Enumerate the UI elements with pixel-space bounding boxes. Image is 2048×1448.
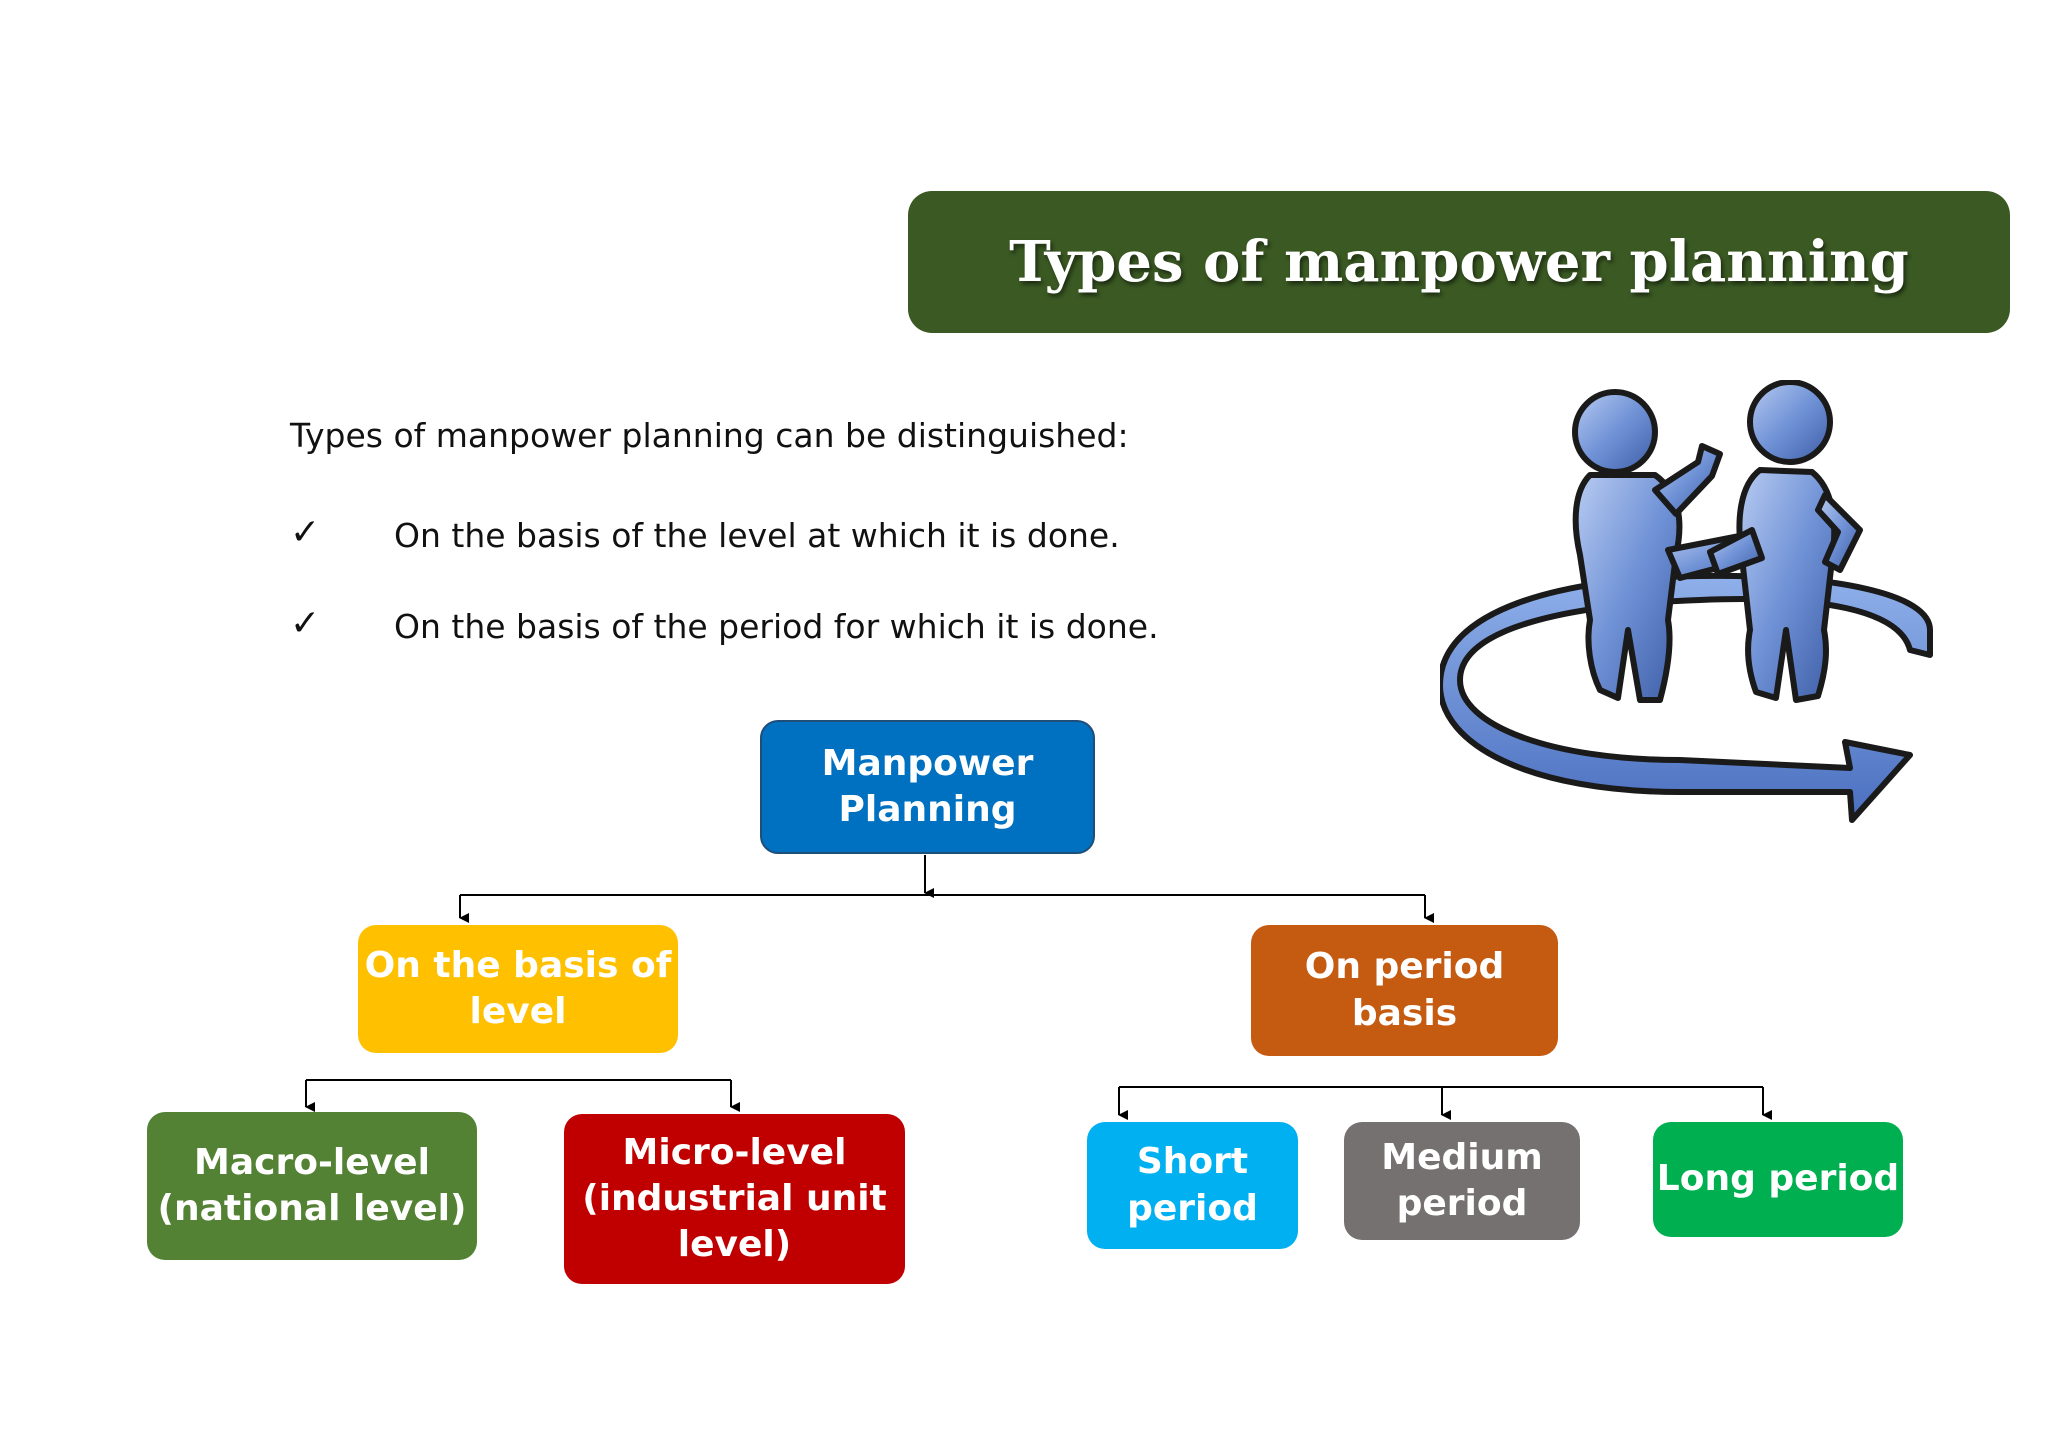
box-level-basis-label: On the basis of level [364, 944, 672, 1032]
page-title: Types of manpower planning [1009, 229, 1909, 295]
intro-heading: Types of manpower planning can be distin… [290, 416, 1129, 455]
box-short-period-label: Short period [1127, 1141, 1258, 1229]
box-level-basis: On the basis of level [358, 925, 678, 1053]
box-manpower-planning-label: Manpower Planning [821, 742, 1034, 830]
box-micro-level-label: Micro-level (industrial unit level) [582, 1131, 887, 1266]
box-macro-level-label: Macro-level (national level) [157, 1141, 467, 1229]
box-long-period-label: Long period [1656, 1158, 1900, 1200]
checkmark-icon: ✓ [290, 512, 321, 553]
bullet-period: On the basis of the period for which it … [394, 607, 1159, 646]
box-micro-level: Micro-level (industrial unit level) [564, 1114, 905, 1284]
title-banner: Types of manpower planning [908, 191, 2010, 333]
box-period-basis: On period basis [1251, 925, 1558, 1056]
box-short-period: Short period [1087, 1122, 1298, 1249]
box-macro-level: Macro-level (national level) [147, 1112, 477, 1260]
checkmark-icon: ✓ [290, 603, 321, 644]
box-period-basis-label: On period basis [1304, 946, 1505, 1034]
handshake-figures-icon [1440, 380, 1933, 823]
box-medium-period: Medium period [1344, 1122, 1580, 1240]
box-manpower-planning: Manpower Planning [760, 720, 1095, 854]
box-long-period: Long period [1653, 1122, 1903, 1237]
box-medium-period-label: Medium period [1381, 1136, 1543, 1224]
bullet-level: On the basis of the level at which it is… [394, 516, 1120, 555]
